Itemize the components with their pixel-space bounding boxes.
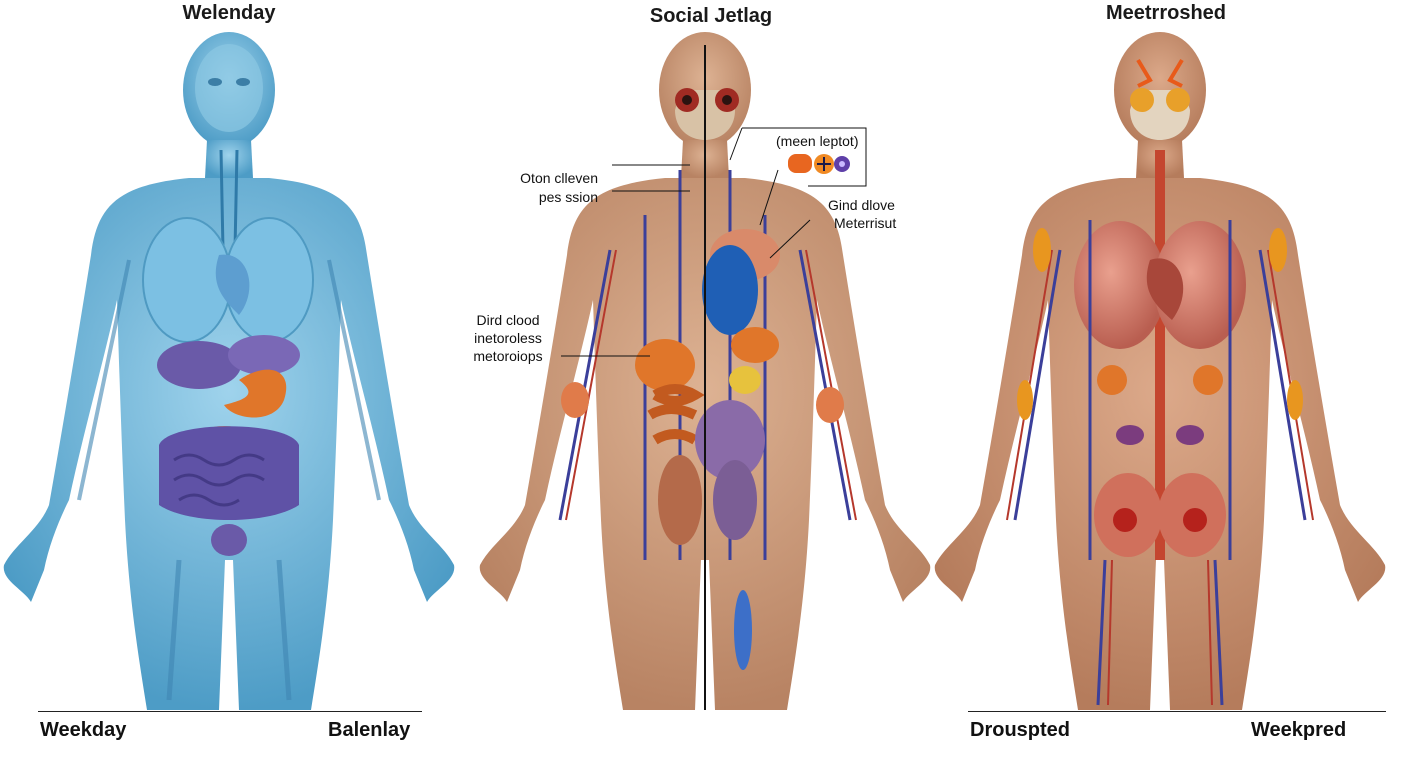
hormone-plus-icon xyxy=(814,154,834,174)
disrupted-panel-title: Meetrroshed xyxy=(1105,2,1227,24)
annotation-right-1: Gind dlove xyxy=(828,197,895,213)
disrupted-footer-left: Drouspted xyxy=(970,719,1070,741)
disrupted-footer-right: Weekpred xyxy=(1251,719,1347,741)
weekday-footer-right: Balenlay xyxy=(328,719,411,741)
annotation-top-left-1: Oton clleven xyxy=(520,170,598,186)
weekday-panel-title: Welenday xyxy=(182,2,276,24)
jetlag-body-figure xyxy=(479,32,931,710)
annotation-top-left-2: pes ssion xyxy=(538,189,598,205)
annotation-lower-left-3: metoroiops xyxy=(473,348,543,364)
weekday-baseline xyxy=(38,711,422,712)
annotation-lower-left-1: Dird clood xyxy=(476,312,540,328)
hormone-pill-icon xyxy=(788,154,812,173)
annotation-lower-left-2: inetoroless xyxy=(474,330,542,346)
weekday-footer-left: Weekday xyxy=(40,719,127,741)
jetlag-panel-title: Social Jetlag xyxy=(649,5,773,27)
annotation-right-2: Meterrisut xyxy=(834,215,897,231)
annotation-leptin: (meen leptot) xyxy=(776,133,859,149)
disrupted-body-figure xyxy=(934,32,1386,710)
annotation-leaders xyxy=(561,127,867,357)
hormone-disc-icon xyxy=(834,156,850,172)
weekday-body-figure xyxy=(3,32,455,710)
disrupted-baseline xyxy=(968,711,1386,712)
